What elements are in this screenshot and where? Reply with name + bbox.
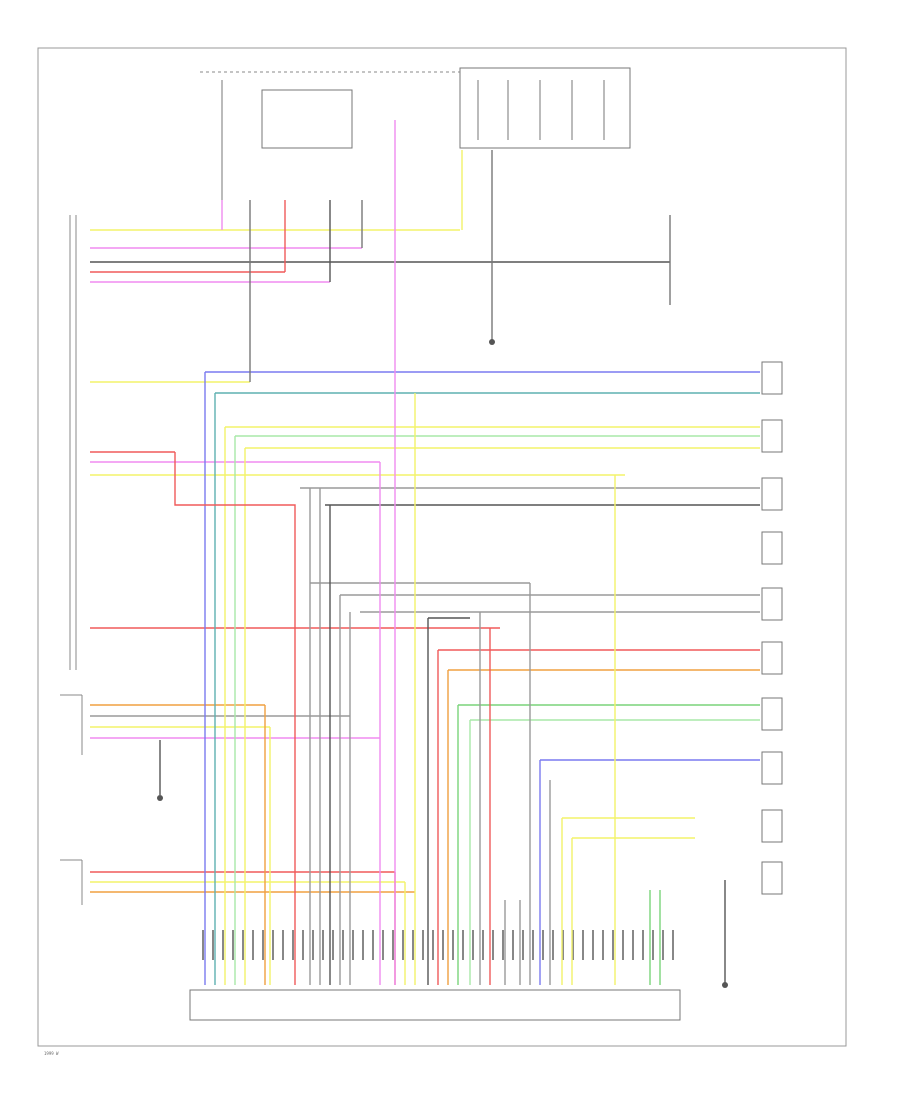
left-rear-speaker-a <box>761 751 783 785</box>
right-rear-speaker-c <box>761 697 783 731</box>
left-front-door-speaker <box>761 361 783 395</box>
amplifier-connector <box>189 930 681 1021</box>
speaker-group <box>761 361 783 895</box>
diagram-frame <box>37 47 847 1047</box>
right-front-tweeter <box>761 531 783 565</box>
radio-unit <box>60 215 83 905</box>
footer-code: 1999 W <box>44 1051 59 1056</box>
ground-symbols <box>157 339 728 988</box>
vertical-wires <box>159 120 726 985</box>
left-front-tweeter <box>761 419 783 453</box>
left-rear-speaker-b <box>761 809 783 843</box>
amp-pin-row <box>202 930 674 960</box>
right-front-door-speaker <box>761 477 783 511</box>
right-rear-speaker-a <box>761 587 783 621</box>
horizontal-wires <box>90 229 760 893</box>
fuse-block <box>200 67 631 200</box>
left-rear-speaker-c <box>761 861 783 895</box>
right-rear-speaker-b <box>761 641 783 675</box>
